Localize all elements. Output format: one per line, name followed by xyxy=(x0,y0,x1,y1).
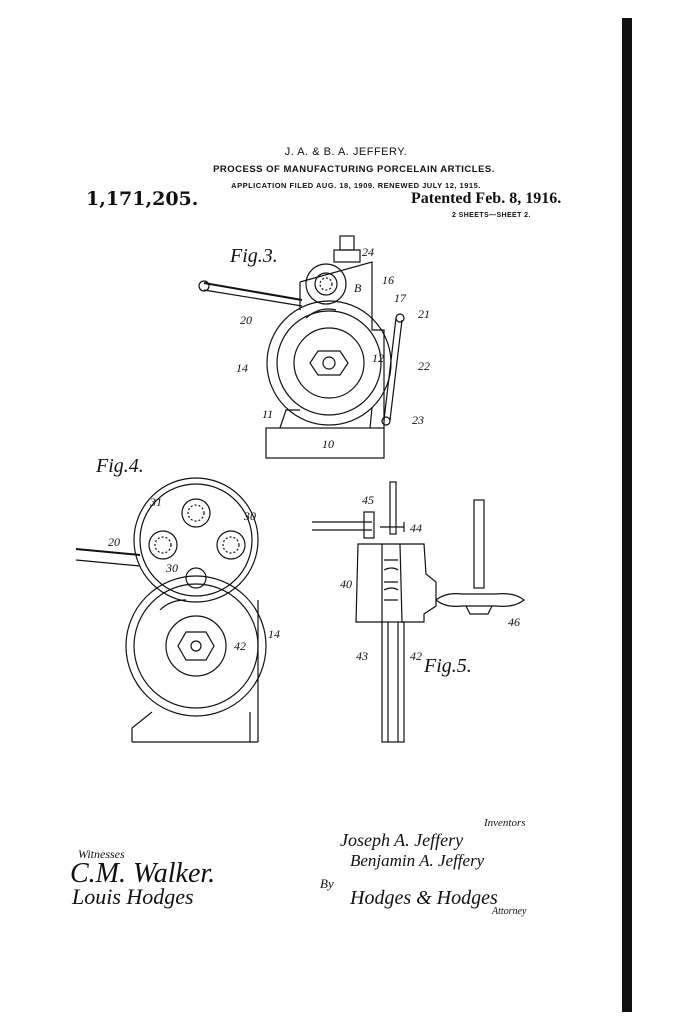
attorney-label: Attorney xyxy=(491,906,527,917)
inventor-signature-2: Benjamin A. Jeffery xyxy=(350,851,485,870)
fig5-mold-left xyxy=(356,544,382,622)
svg-text:42: 42 xyxy=(234,639,246,653)
svg-text:10: 10 xyxy=(322,437,334,451)
svg-text:12: 12 xyxy=(372,351,384,365)
svg-text:40: 40 xyxy=(340,577,352,591)
svg-text:17: 17 xyxy=(394,291,407,305)
svg-text:16: 16 xyxy=(382,273,394,287)
svg-text:11: 11 xyxy=(262,407,273,421)
figure-5: Fig.5. 45 44 40 43 42 46 xyxy=(312,482,524,742)
svg-text:24: 24 xyxy=(362,245,374,259)
by-label: By xyxy=(320,876,334,891)
svg-text:44: 44 xyxy=(410,521,422,535)
fig5-tube xyxy=(382,622,404,742)
svg-text:20: 20 xyxy=(240,313,252,327)
svg-text:21: 21 xyxy=(418,307,430,321)
svg-text:30: 30 xyxy=(165,561,178,575)
inventors-label: Inventors xyxy=(483,817,526,829)
svg-text:30: 30 xyxy=(243,509,256,523)
svg-text:14: 14 xyxy=(268,627,280,641)
figure-3-title: Fig.3. xyxy=(229,245,278,267)
attorney-signature: Hodges & Hodges xyxy=(349,887,498,909)
figure-4: Fig.4. 31 30 20 xyxy=(76,455,280,742)
svg-text:20: 20 xyxy=(108,535,120,549)
svg-text:14: 14 xyxy=(236,361,248,375)
figure-5-title: Fig.5. xyxy=(423,655,472,677)
signature-block: Witnesses C.M. Walker. Louis Hodges Inve… xyxy=(70,817,527,917)
figure-3: Fig.3. xyxy=(199,236,430,458)
svg-text:45: 45 xyxy=(362,493,374,507)
svg-text:46: 46 xyxy=(508,615,520,629)
figure-4-title: Fig.4. xyxy=(95,455,144,477)
fig5-mold-right xyxy=(400,544,436,622)
fig5-wheel-46 xyxy=(436,594,524,607)
svg-text:31: 31 xyxy=(149,495,162,509)
fig4-lever xyxy=(76,549,140,555)
svg-text:23: 23 xyxy=(412,413,424,427)
inventor-signature-1: Joseph A. Jeffery xyxy=(340,830,463,850)
svg-text:42: 42 xyxy=(410,649,422,663)
svg-text:B: B xyxy=(354,281,362,295)
svg-text:43: 43 xyxy=(356,649,368,663)
witness-signature-2: Louis Hodges xyxy=(71,884,194,909)
svg-text:22: 22 xyxy=(418,359,430,373)
fig3-upper-wheel xyxy=(306,264,346,304)
